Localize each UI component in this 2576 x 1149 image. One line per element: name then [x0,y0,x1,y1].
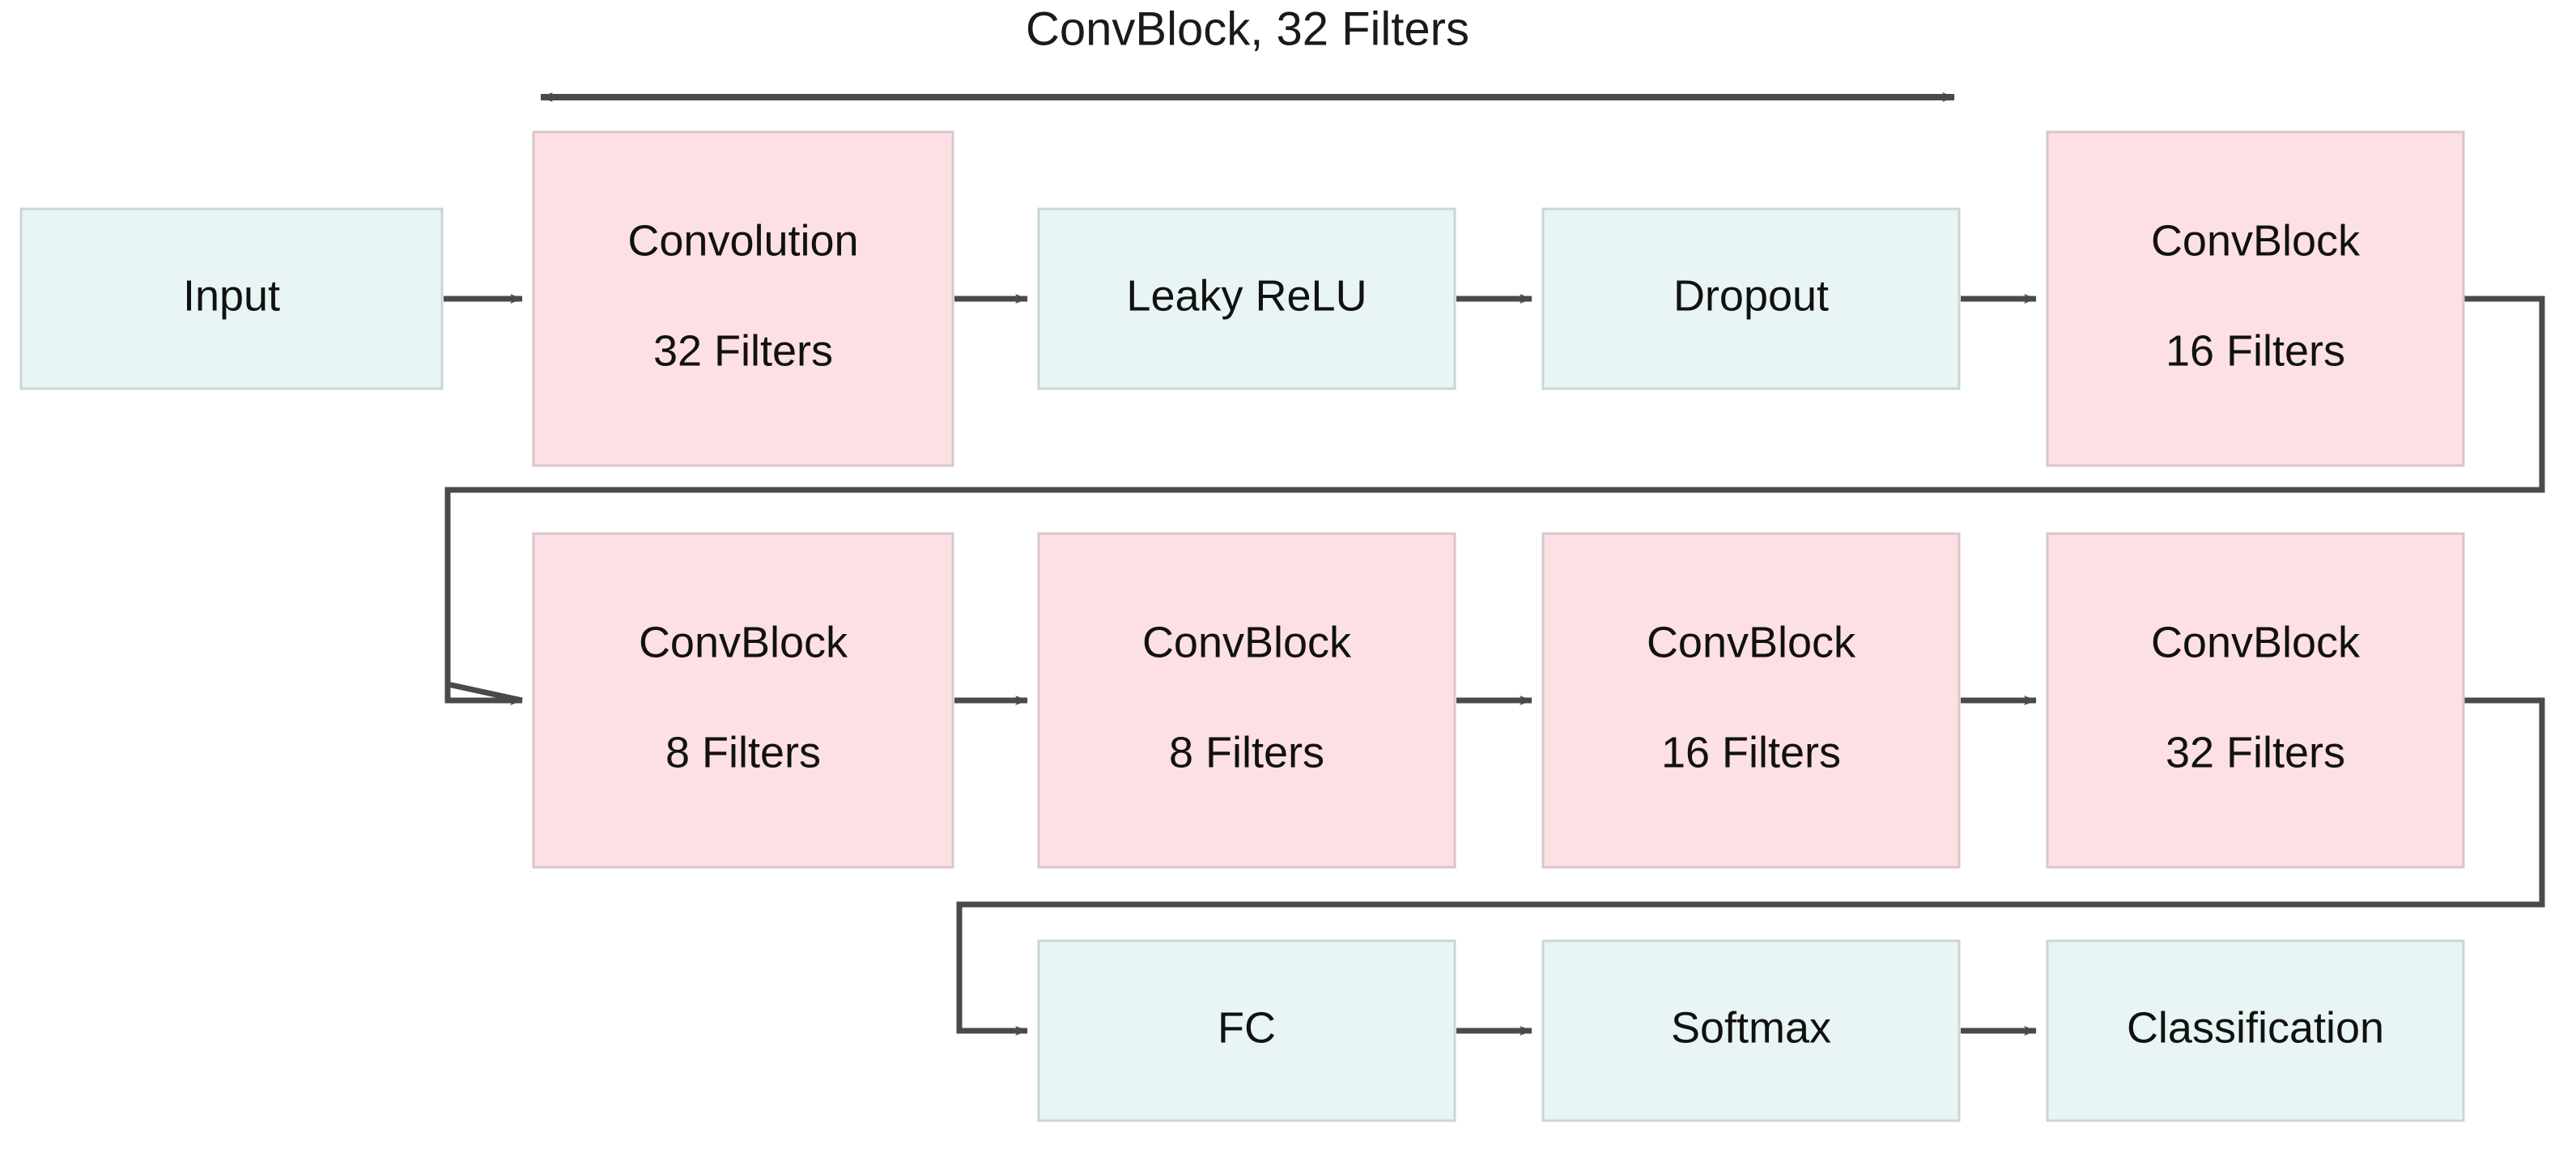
node-label-convblock-32-r2: ConvBlock [2151,618,2361,666]
edge-wrap-row1-to-row2-head [444,684,523,705]
node-input[interactable]: Input [19,207,444,390]
edge-wrap-row2-to-row3-head [956,1015,1028,1036]
node-sublabel-convolution-32: 32 Filters [653,326,833,375]
node-box-input[interactable] [19,207,444,390]
edge-wrap-row1-to-row2 [444,296,2545,700]
node-dropout[interactable]: Dropout [1541,207,1961,390]
connectors [444,294,2545,1036]
node-box-convolution-32[interactable] [532,130,954,467]
node-box-convblock-8-a[interactable] [532,532,954,869]
node-classification[interactable]: Classification [2046,939,2465,1122]
node-label-convblock-8-b: ConvBlock [1142,618,1352,666]
node-convblock-8-a[interactable]: ConvBlock 8 Filters [532,532,954,869]
diagram-row: Input Convolution 32 Filters Leaky ReLU Drop… [19,130,2465,467]
node-box-convblock-16-r1[interactable] [2046,130,2465,467]
node-label-fc: FC [1218,1003,1276,1052]
edge-wrap-row2-to-row3 [956,697,2545,1031]
nodes-layer: Input Convolution 32 Filters Leaky ReLU Drop… [19,130,2465,1122]
node-box-dropout[interactable] [1541,207,1961,390]
node-label-dropout: Dropout [1673,271,1829,320]
node-label-convblock-8-a: ConvBlock [639,618,848,666]
node-label-input: Input [183,271,280,320]
node-box-convblock-16-r2[interactable] [1541,532,1961,869]
node-box-convblock-8-b[interactable] [1037,532,1456,869]
node-label-convolution-32: Convolution [627,216,858,265]
node-box-leaky-relu[interactable] [1037,207,1456,390]
node-sublabel-convblock-16-r1: 16 Filters [2166,326,2345,375]
node-convblock-16-r2[interactable]: ConvBlock 16 Filters [1541,532,1961,869]
node-sublabel-convblock-32-r2: 32 Filters [2166,728,2345,777]
node-label-classification: Classification [2127,1003,2384,1052]
node-sublabel-convblock-8-b: 8 Filters [1169,728,1324,777]
node-convolution-32[interactable]: Convolution 32 Filters [532,130,954,467]
node-softmax[interactable]: Softmax [1541,939,1961,1122]
node-box-softmax[interactable] [1541,939,1961,1122]
node-label-convblock-16-r1: ConvBlock [2151,216,2361,265]
span-annotation-label: ConvBlock, 32 Filters [1026,2,1469,55]
node-label-convblock-16-r2: ConvBlock [1647,618,1856,666]
node-leaky-relu[interactable]: Leaky ReLU [1037,207,1456,390]
node-box-fc[interactable] [1037,939,1456,1122]
node-label-leaky-relu: Leaky ReLU [1126,271,1367,320]
node-sublabel-convblock-16-r2: 16 Filters [1661,728,1841,777]
node-fc[interactable]: FC [1037,939,1456,1122]
node-convblock-16-r1[interactable]: ConvBlock 16 Filters [2046,130,2465,467]
node-sublabel-convblock-8-a: 8 Filters [665,728,821,777]
diagram-row: FC Softmax Classification [1037,939,2465,1122]
node-convblock-32-r2[interactable]: ConvBlock 32 Filters [2046,532,2465,869]
node-box-convblock-32-r2[interactable] [2046,532,2465,869]
node-convblock-8-b[interactable]: ConvBlock 8 Filters [1037,532,1456,869]
node-label-softmax: Softmax [1671,1003,1831,1052]
node-box-classification[interactable] [2046,939,2465,1122]
